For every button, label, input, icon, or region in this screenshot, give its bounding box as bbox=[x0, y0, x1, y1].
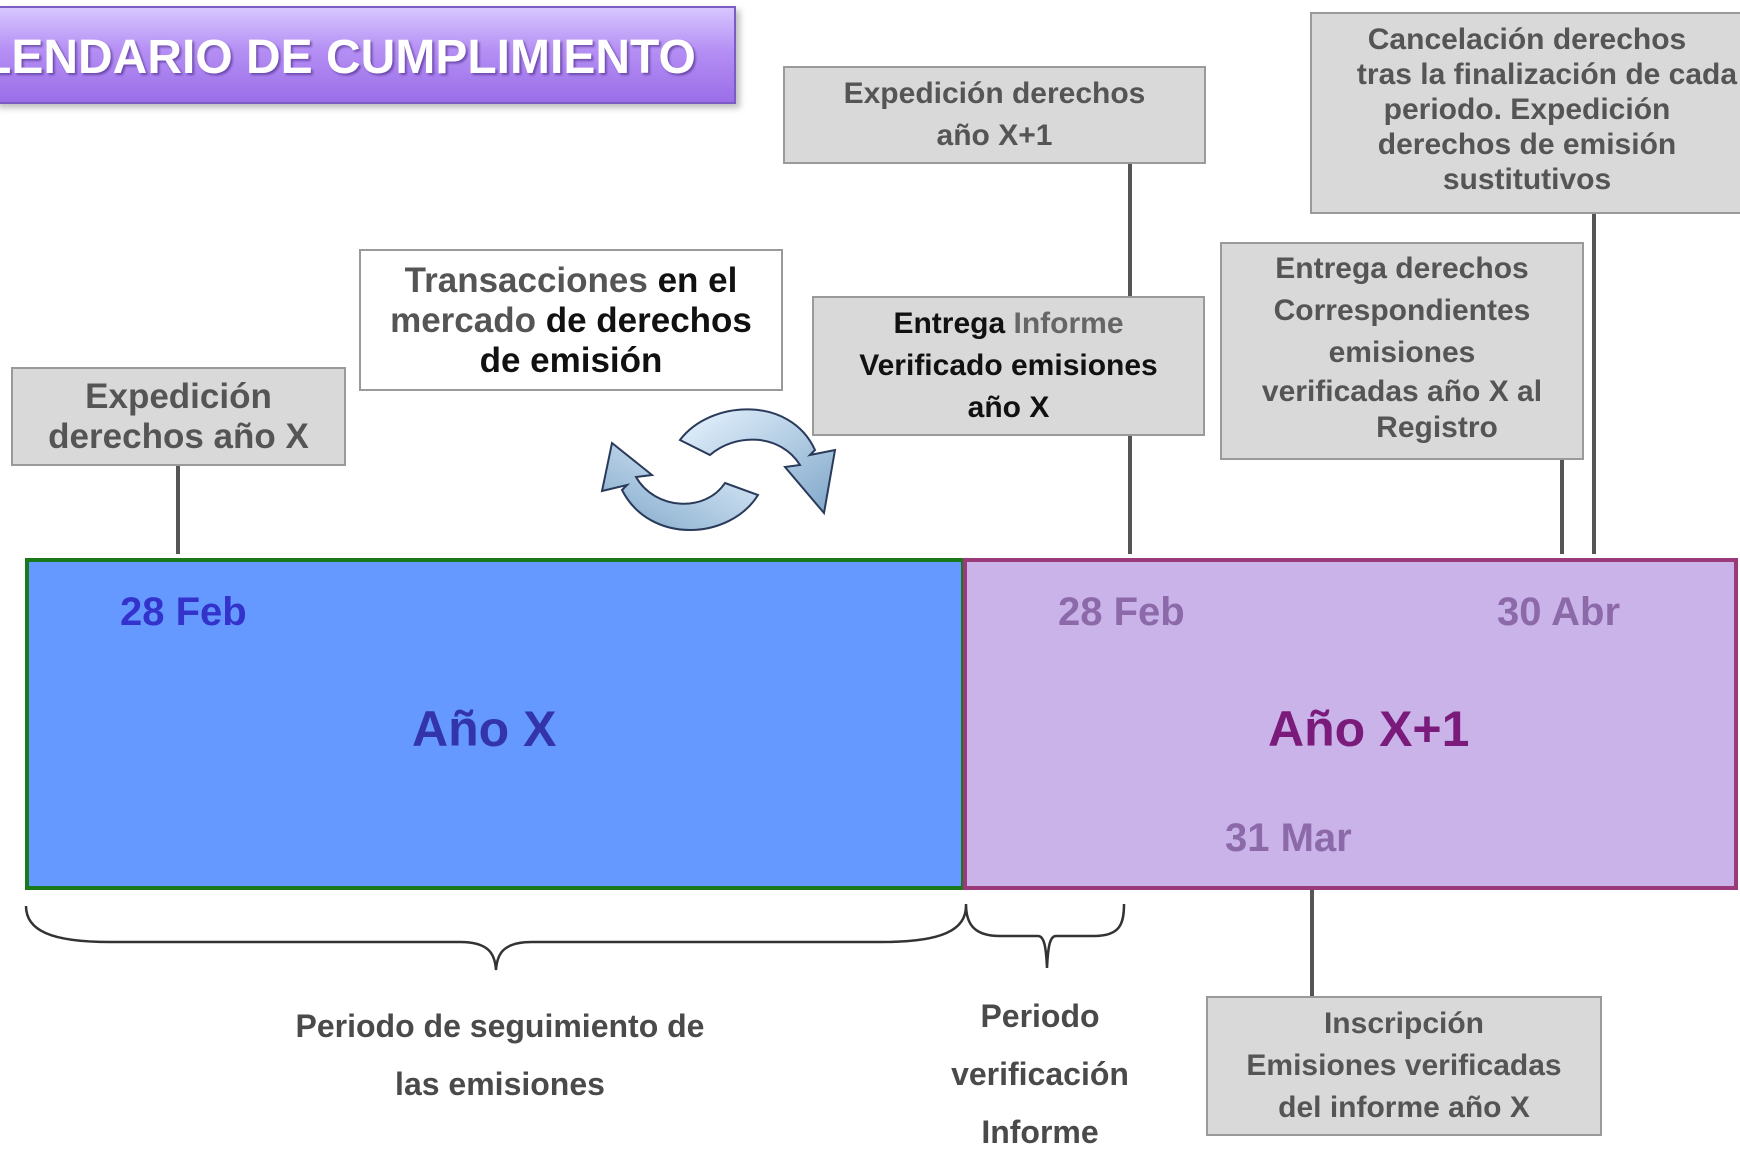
box-line: Registro bbox=[1376, 411, 1498, 444]
informe-text: año X bbox=[967, 391, 1050, 424]
year-x-label: Año X bbox=[412, 701, 557, 757]
box-entrega-derechos: Entrega derechos Correspondientes emisio… bbox=[1220, 242, 1584, 460]
box-line: Expedición bbox=[85, 376, 272, 416]
cycle-arrows-icon bbox=[600, 408, 837, 531]
title-banner: LENDARIO DE CUMPLIMIENTO bbox=[0, 6, 736, 104]
brace-verificacion-icon bbox=[964, 903, 1126, 969]
period-line: verificación bbox=[951, 1056, 1129, 1092]
connector-line bbox=[1128, 436, 1132, 554]
box-line: verificadas año X al bbox=[1261, 375, 1543, 408]
period-line: Periodo bbox=[980, 998, 1100, 1034]
box-expedicion-year-x: Expedición derechos año X bbox=[11, 367, 346, 466]
box-line: año X+1 bbox=[936, 119, 1053, 152]
informe-text: Entrega bbox=[893, 307, 1006, 340]
transacciones-text: Transacciones bbox=[404, 261, 648, 300]
transacciones-text: de derechos bbox=[535, 301, 752, 340]
box-line: derechos de emisión bbox=[1377, 128, 1677, 161]
date-30-abr: 30 Abr bbox=[1497, 590, 1621, 634]
box-line: derechos año X bbox=[48, 416, 309, 456]
box-line: Entrega derechos bbox=[1275, 252, 1529, 285]
connector-line bbox=[1592, 214, 1596, 554]
box-line: emisiones bbox=[1328, 336, 1476, 369]
box-line: Emisiones verificadas bbox=[1246, 1049, 1562, 1082]
label-periodo-seguimiento: Periodo de seguimiento de las emisiones bbox=[240, 997, 760, 1113]
date-28-feb-year-x1: 28 Feb bbox=[1058, 590, 1185, 634]
transacciones-text: de emisión bbox=[479, 341, 663, 380]
box-line: Expedición derechos bbox=[843, 77, 1146, 110]
period-line: Informe bbox=[981, 1114, 1099, 1150]
date-28-feb-year-x: 28 Feb bbox=[120, 590, 247, 634]
connector-line bbox=[176, 466, 180, 554]
label-periodo-verificacion: Periodo verificación Informe bbox=[925, 987, 1155, 1161]
informe-text: Informe bbox=[1005, 307, 1124, 340]
connector-line bbox=[1310, 890, 1314, 996]
page-title: LENDARIO DE CUMPLIMIENTO bbox=[0, 31, 696, 84]
box-line: sustitutivos bbox=[1442, 163, 1612, 196]
year-x-block bbox=[25, 558, 965, 890]
box-line: Inscripción bbox=[1323, 1007, 1485, 1040]
date-31-mar: 31 Mar bbox=[1225, 816, 1352, 860]
connector-line bbox=[1128, 164, 1132, 296]
box-expedicion-year-x1: Expedición derechos año X+1 bbox=[783, 66, 1206, 164]
year-x1-label: Año X+1 bbox=[1268, 701, 1470, 757]
connector-line bbox=[1560, 460, 1564, 554]
box-transacciones: Transacciones en el mercado de derechos … bbox=[359, 249, 783, 391]
box-inscripcion: Inscripción Emisiones verificadas del in… bbox=[1206, 996, 1602, 1136]
transacciones-text: mercado bbox=[390, 301, 536, 340]
transacciones-text: en el bbox=[647, 261, 738, 300]
informe-text: Verificado emisiones bbox=[859, 349, 1158, 382]
box-cancelacion: Cancelación derechos tras la finalizació… bbox=[1310, 12, 1740, 214]
box-line: periodo. Expedición bbox=[1383, 93, 1671, 126]
brace-seguimiento-icon bbox=[24, 905, 968, 971]
box-line: Correspondientes bbox=[1273, 294, 1531, 327]
period-line: las emisiones bbox=[395, 1066, 605, 1102]
box-line: del informe año X bbox=[1278, 1091, 1530, 1124]
box-line: Cancelación derechos bbox=[1367, 23, 1687, 56]
year-x1-block bbox=[963, 558, 1738, 890]
box-line: tras la finalización de cada bbox=[1356, 58, 1738, 91]
period-line: Periodo de seguimiento de bbox=[295, 1008, 705, 1044]
box-entrega-informe: Entrega Informe Verificado emisiones año… bbox=[812, 296, 1205, 436]
